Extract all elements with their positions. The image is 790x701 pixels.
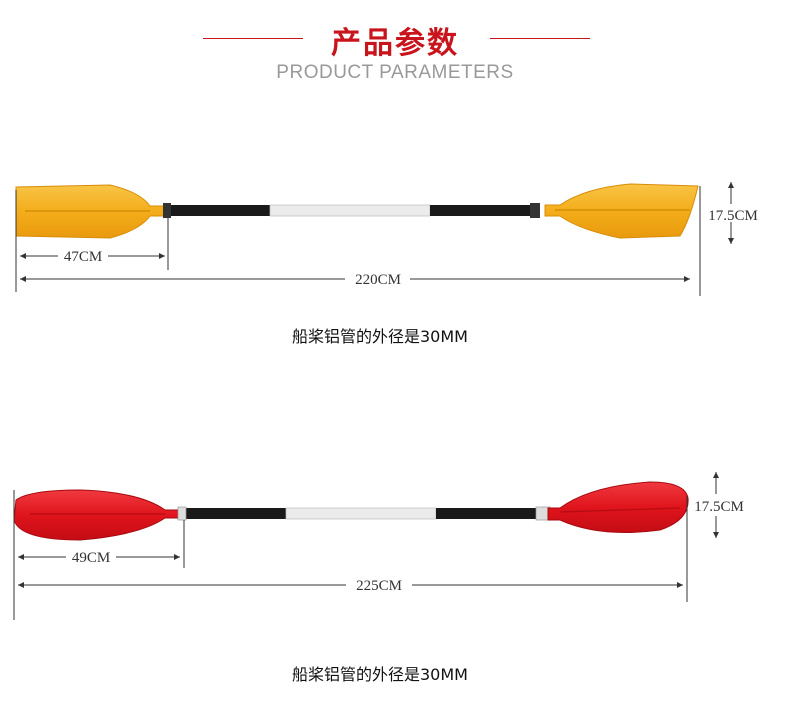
section-title: 产品参数 bbox=[331, 26, 459, 61]
paddle-shaft-black-right bbox=[430, 205, 530, 216]
paddle-collar-left bbox=[163, 203, 171, 218]
paddle-shaft-silver bbox=[269, 204, 431, 217]
blade-width-label: 17.5CM bbox=[708, 208, 758, 224]
paddle-diagram-red: 49CM 225CM 17.5CM bbox=[13, 472, 744, 620]
paddle-blade-right bbox=[544, 183, 699, 239]
section-subtitle: PRODUCT PARAMETERS bbox=[276, 62, 514, 83]
header-divider-left bbox=[203, 38, 303, 39]
header-divider-right bbox=[490, 38, 590, 39]
total-length-label: 225CM bbox=[356, 578, 402, 594]
paddle-shaft-black-right bbox=[436, 508, 536, 519]
paddle-blade-left bbox=[13, 489, 181, 541]
paddle-diagram-yellow: 47CM 220CM 17.5CM bbox=[15, 182, 758, 296]
paddle-collar-left bbox=[177, 506, 187, 521]
paddle-collar-right bbox=[530, 203, 540, 218]
blade-width-label: 17.5CM bbox=[694, 499, 744, 515]
paddle-shaft-black-left bbox=[170, 205, 270, 216]
blade-length-label: 49CM bbox=[72, 550, 110, 566]
paddle-caption: 船桨铝管的外径是30MM bbox=[292, 665, 468, 684]
paddle-shaft-silver bbox=[285, 507, 437, 520]
paddle-caption: 船桨铝管的外径是30MM bbox=[292, 327, 468, 346]
paddle-blade-right bbox=[547, 481, 689, 533]
section-header: 产品参数 PRODUCT PARAMETERS bbox=[0, 0, 790, 90]
paddle-shaft-black-left bbox=[186, 508, 286, 519]
blade-length-label: 47CM bbox=[64, 249, 102, 265]
total-length-label: 220CM bbox=[355, 272, 401, 288]
